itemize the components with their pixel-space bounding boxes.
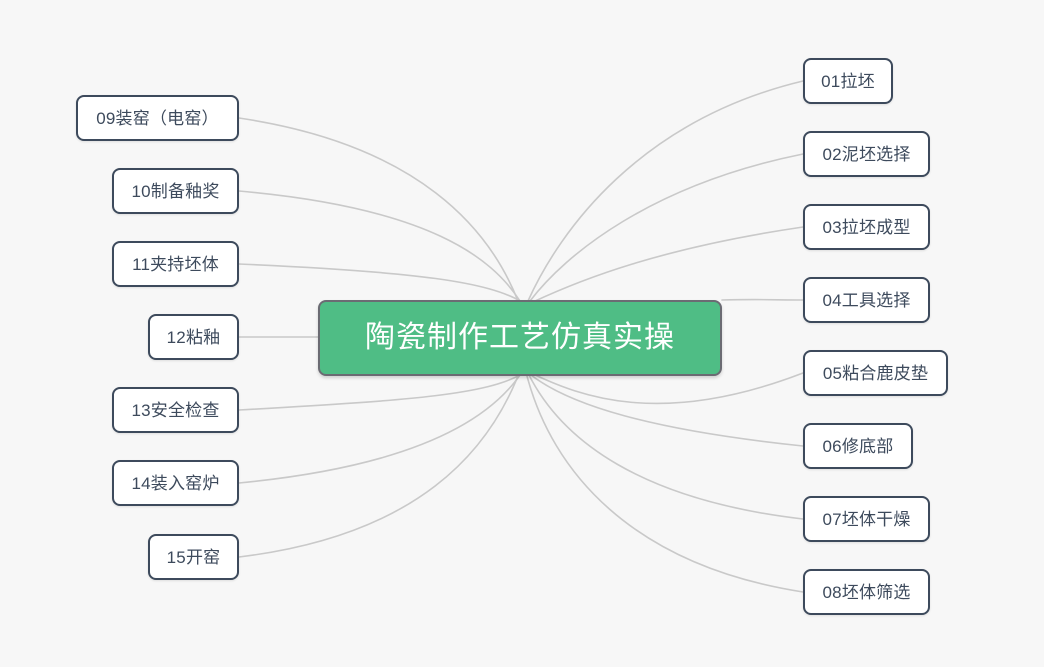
node-05[interactable]: 05粘合鹿皮垫 <box>803 350 948 396</box>
node-02-label: 02泥坯选择 <box>822 144 911 164</box>
connector-right-1 <box>527 80 804 302</box>
connector-right-6 <box>530 374 804 447</box>
node-07[interactable]: 07坯体干燥 <box>803 496 930 542</box>
node-09-label: 09装窑（电窑） <box>96 108 219 128</box>
connector-left-15 <box>238 375 519 558</box>
node-04-label: 04工具选择 <box>822 290 911 310</box>
node-13-label: 13安全检查 <box>131 400 220 420</box>
node-10-label: 10制备釉奖 <box>131 181 220 201</box>
node-12[interactable]: 12粘釉 <box>148 314 239 360</box>
node-11-label: 11夹持坯体 <box>132 254 219 274</box>
connector-left-9 <box>238 117 519 302</box>
node-08-label: 08坯体筛选 <box>822 582 911 602</box>
connector-right-3 <box>532 226 804 303</box>
center-node-label: 陶瓷制作工艺仿真实操 <box>365 321 675 354</box>
connector-left-13 <box>238 373 523 411</box>
node-08[interactable]: 08坯体筛选 <box>803 569 930 615</box>
connector-right-5 <box>532 372 804 405</box>
center-node[interactable]: 陶瓷制作工艺仿真实操 <box>318 300 722 376</box>
node-05-label: 05粘合鹿皮垫 <box>822 363 929 383</box>
connector-left-14 <box>238 374 521 484</box>
node-03[interactable]: 03拉坯成型 <box>803 204 930 250</box>
connector-left-10 <box>238 190 521 302</box>
node-15[interactable]: 15开窑 <box>148 534 239 580</box>
node-14[interactable]: 14装入窑炉 <box>112 460 239 506</box>
connector-right-2 <box>529 153 804 302</box>
node-06[interactable]: 06修底部 <box>803 423 913 469</box>
connector-left-11 <box>238 263 523 303</box>
node-09[interactable]: 09装窑（电窑） <box>76 95 239 141</box>
node-03-label: 03拉坯成型 <box>822 217 911 237</box>
node-06-label: 06修底部 <box>822 436 894 456</box>
node-01[interactable]: 01拉坯 <box>803 58 893 104</box>
node-12-label: 12粘釉 <box>166 327 221 347</box>
node-14-label: 14装入窑炉 <box>131 473 220 493</box>
node-07-label: 07坯体干燥 <box>822 509 911 529</box>
node-15-label: 15开窑 <box>166 547 221 567</box>
node-02[interactable]: 02泥坯选择 <box>803 131 930 177</box>
node-11[interactable]: 11夹持坯体 <box>112 241 239 287</box>
node-10[interactable]: 10制备釉奖 <box>112 168 239 214</box>
connector-right-8 <box>526 375 804 593</box>
connector-right-7 <box>528 374 804 520</box>
node-13[interactable]: 13安全检查 <box>112 387 239 433</box>
node-04[interactable]: 04工具选择 <box>803 277 930 323</box>
node-01-label: 01拉坯 <box>821 71 875 91</box>
